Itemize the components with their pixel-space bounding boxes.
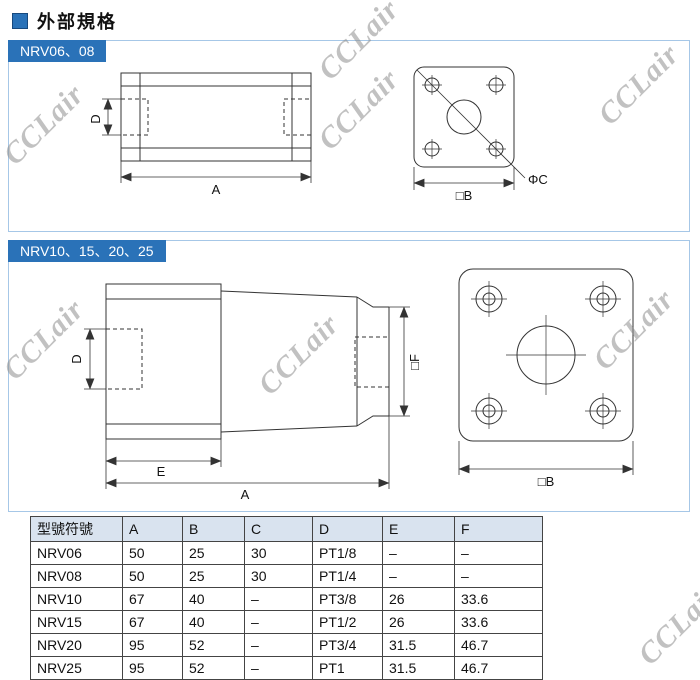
value-cell: 30 [244,541,313,565]
page-title-row: 外部規格 [12,8,117,34]
value-cell: 25 [182,541,245,565]
value-cell: – [382,564,455,588]
value-cell: – [454,564,543,588]
column-header: D [312,516,383,542]
model-cell: NRV10 [30,587,123,611]
column-header: A [122,516,183,542]
dim-label-e: E [157,464,166,479]
hole-centerlines [471,281,621,429]
model-cell: NRV20 [30,633,123,657]
value-cell: – [244,633,313,657]
value-cell: 30 [244,564,313,588]
dim-label-a: A [212,182,221,197]
value-cell: 46.7 [454,656,543,680]
value-cell: 95 [122,656,183,680]
page-title: 外部規格 [37,12,117,32]
value-cell: 67 [122,587,183,611]
threaded-port-dashed [120,98,312,136]
value-cell: 26 [382,610,455,634]
value-cell: 40 [182,610,245,634]
dim-label-square-b: □B [456,188,473,203]
value-cell: 31.5 [382,656,455,680]
value-cell: PT3/8 [312,587,383,611]
dimension-lines-flange [458,441,634,475]
dim-label-square-f: □F [407,354,422,370]
model-cell: NRV15 [30,610,123,634]
side-view-drawing [105,283,390,440]
dimension-lines [84,306,410,489]
dim-label-square-b: □B [538,474,555,489]
dim-label-phi-c: ΦC [528,172,548,187]
title-bullet-icon [12,13,28,29]
column-header: E [382,516,455,542]
value-cell: 52 [182,633,245,657]
value-cell: 50 [122,564,183,588]
model-cell: NRV08 [30,564,123,588]
side-view-drawing [120,72,312,162]
value-cell: – [244,610,313,634]
threaded-port-dashed [105,328,390,390]
dimension-lines [102,98,312,183]
watermark-text: CCLair [632,577,700,672]
column-header: B [182,516,245,542]
column-header: C [244,516,313,542]
model-cell: NRV25 [30,656,123,680]
value-cell: – [244,587,313,611]
dim-label-a: A [241,487,250,502]
value-cell: 33.6 [454,587,543,611]
value-cell: 40 [182,587,245,611]
value-cell: 67 [122,610,183,634]
value-cell: 33.6 [454,610,543,634]
model-cell: NRV06 [30,541,123,565]
drawing-nrv10-25: D □F E A □B [69,268,634,502]
value-cell: PT1/4 [312,564,383,588]
value-cell: 50 [122,541,183,565]
value-cell: PT3/4 [312,633,383,657]
value-cell: – [454,541,543,565]
dimension-lines-flange [413,167,515,190]
value-cell: PT1/2 [312,610,383,634]
drawing-nrv06-08: D A ΦC □B [88,66,548,203]
flange-view-drawing [413,66,526,179]
value-cell: PT1/8 [312,541,383,565]
value-cell: 25 [182,564,245,588]
value-cell: 95 [122,633,183,657]
section-nrv10-25: NRV10、15、20、25 [8,240,690,512]
value-cell: – [382,541,455,565]
dim-label-d: D [69,354,84,363]
value-cell: 52 [182,656,245,680]
value-cell: 26 [382,587,455,611]
value-cell: PT1 [312,656,383,680]
section-header-nrv06-08: NRV06、08 [8,40,107,62]
section-nrv06-08: NRV06、08 [8,40,690,232]
value-cell: – [244,656,313,680]
column-header: F [454,516,543,542]
dim-label-d: D [88,114,103,123]
column-header: 型號符號 [30,516,123,542]
value-cell: 46.7 [454,633,543,657]
flange-view-drawing [458,268,634,442]
value-cell: 31.5 [382,633,455,657]
section-header-nrv10-25: NRV10、15、20、25 [8,240,166,262]
